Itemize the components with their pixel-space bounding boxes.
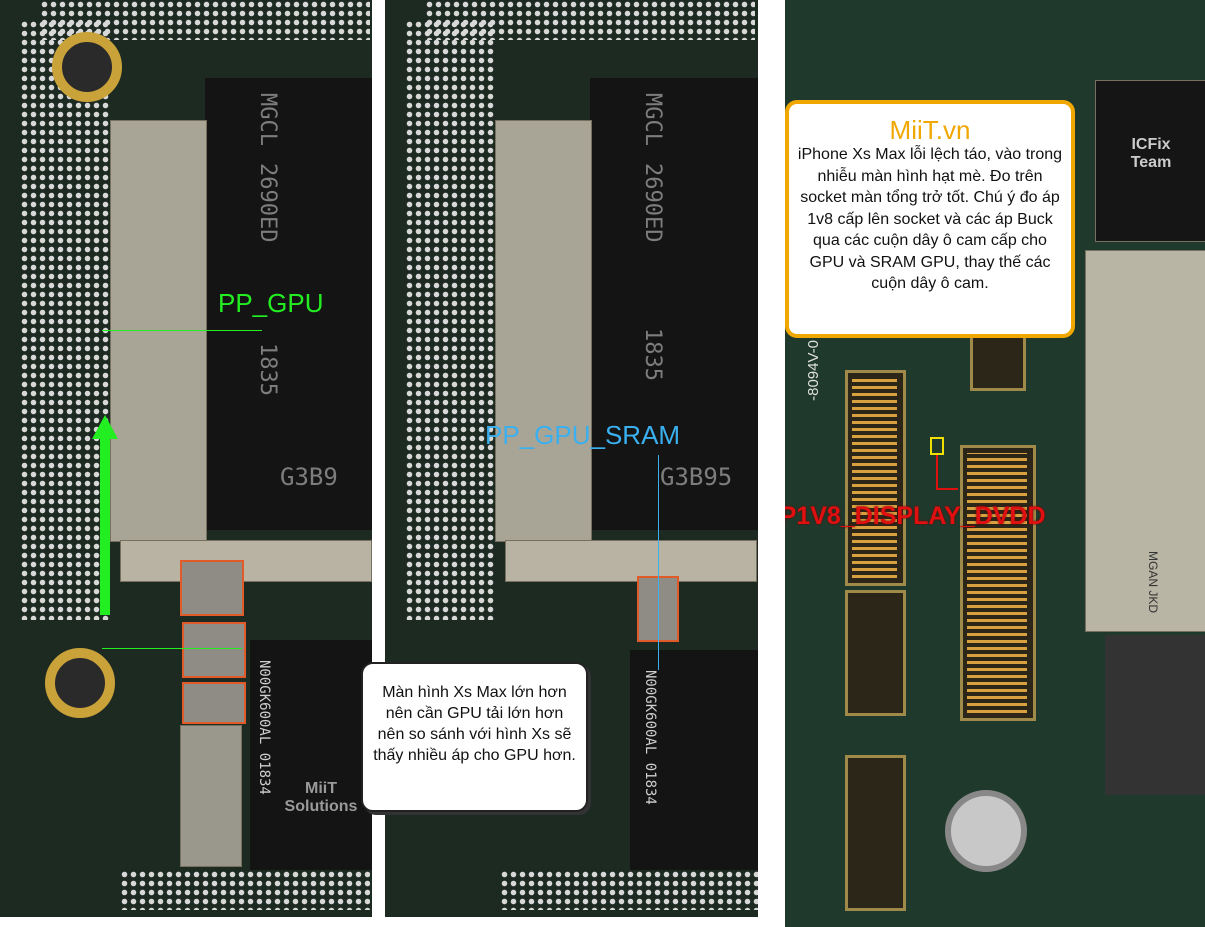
bga-pads (405, 20, 495, 620)
arrow-shaft (100, 435, 110, 615)
watermark: MiiT Solutions (284, 780, 358, 815)
ic-chip (1105, 635, 1205, 795)
pointer-line (936, 455, 938, 488)
chip-mark: G3B95 (660, 463, 733, 491)
info-callout: MiiT.vn iPhone Xs Max lỗi lệch táo, vào … (785, 100, 1075, 338)
inductor (182, 622, 246, 678)
capacitor-array (110, 120, 207, 542)
capacitor-array (495, 120, 592, 542)
gpu-chip: MGCL 2690ED 1835 G3B9 (205, 78, 372, 530)
inductor (180, 560, 244, 616)
chip-mark: 2690ED (640, 163, 665, 243)
chip-mark: G3B9 (280, 463, 338, 491)
pcb-panel-gpu-sram: MGCL 2690ED 1835 G3B95 N00GK600AL 01834 … (385, 0, 758, 917)
connector (845, 370, 906, 586)
callout-text: Màn hình Xs Max lớn hơn nên cần GPU tải … (373, 684, 576, 764)
pp-gpu-label: PP_GPU (218, 288, 324, 318)
pointer-line (658, 455, 659, 670)
silkscreen-mark: -8094V-0 (805, 340, 822, 401)
bga-pads (120, 870, 370, 910)
chip-mark: 1835 (255, 343, 280, 396)
inductor (182, 682, 246, 724)
pointer-line (102, 648, 242, 649)
inductor-column (180, 725, 242, 867)
capacitor-array (505, 540, 757, 582)
pointer-line (936, 488, 958, 490)
pcb-panel-gpu: MGCL 2690ED 1835 G3B9 N00GK600AL 01834 M… (0, 0, 372, 917)
pp1v8-display-dvdd-label: PP1V8_DISPLAY_DVDD (785, 502, 1046, 530)
pp-gpu-sram-label: PP_GPU_SRAM (485, 420, 681, 450)
screw-hole (45, 648, 115, 718)
connector (845, 590, 906, 716)
callout-title: MiiT.vn (889, 115, 971, 145)
component-array: MGAN JKD (1085, 250, 1205, 632)
bga-pads (20, 20, 110, 620)
chip-mark: 1835 (640, 328, 665, 381)
screw-hole (52, 32, 122, 102)
chip-mark: 2690ED (255, 163, 280, 243)
capacitor-array (120, 540, 372, 582)
pmic-chip: N00GK600AL 01834 (630, 650, 758, 870)
pmic-chip: N00GK600AL 01834 MiiT Solutions (250, 640, 372, 870)
connector (845, 755, 906, 911)
chip-mark: N00GK600AL 01834 (642, 670, 658, 805)
watermark: ICFix Team (1130, 136, 1172, 171)
display-socket (960, 445, 1036, 721)
arrow-up-icon (92, 415, 118, 439)
chip-mark: MGCL (640, 93, 665, 146)
bga-pads (425, 0, 755, 40)
info-callout: Màn hình Xs Max lớn hơn nên cần GPU tải … (361, 662, 588, 812)
test-point-marker (930, 437, 944, 455)
chip-mark: MGCL (255, 93, 280, 146)
bga-pads (500, 870, 758, 910)
gpu-chip: MGCL 2690ED 1835 G3B95 (590, 78, 758, 530)
chip-mark: N00GK600AL 01834 (256, 660, 272, 795)
ic-chip: ICFix Team (1095, 80, 1205, 242)
chip-mark: MGAN JKD (1146, 551, 1160, 614)
callout-text: iPhone Xs Max lỗi lệch táo, vào trong nh… (797, 146, 1063, 292)
pointer-line (102, 330, 262, 331)
screw-post (945, 790, 1027, 872)
